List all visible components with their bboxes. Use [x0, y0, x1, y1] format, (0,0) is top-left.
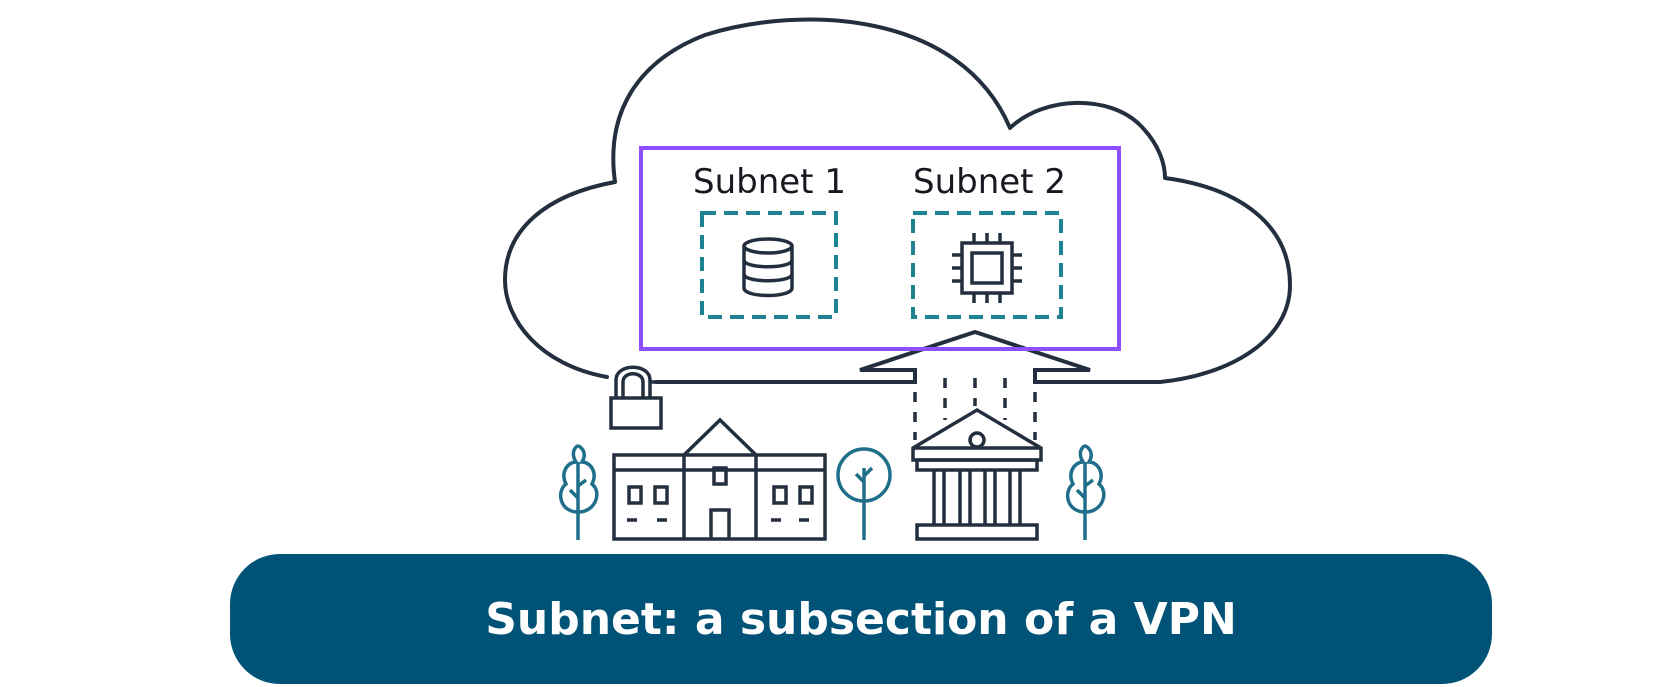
caption-banner: Subnet: a subsection of a VPN [230, 554, 1492, 684]
tree-icon-middle [836, 447, 892, 540]
subnet-1-label: Subnet 1 [693, 162, 846, 202]
caption-text: Subnet: a subsection of a VPN [485, 593, 1237, 645]
row-houses-icon [612, 417, 827, 541]
lock-icon [609, 365, 663, 430]
tree-icon-right [1065, 444, 1106, 540]
tree-icon-left [558, 444, 599, 540]
vpc-box [639, 146, 1121, 351]
subnet-2-label: Subnet 2 [913, 162, 1066, 202]
government-building-icon [911, 407, 1043, 541]
database-icon [742, 237, 794, 298]
chip-icon [952, 233, 1022, 303]
cloud-outline [503, 17, 1292, 384]
subnet-2-box [911, 211, 1063, 319]
subnet-1-box [700, 211, 838, 319]
connection-dashes [913, 378, 1037, 440]
cloud-bottom-line [655, 329, 1160, 384]
